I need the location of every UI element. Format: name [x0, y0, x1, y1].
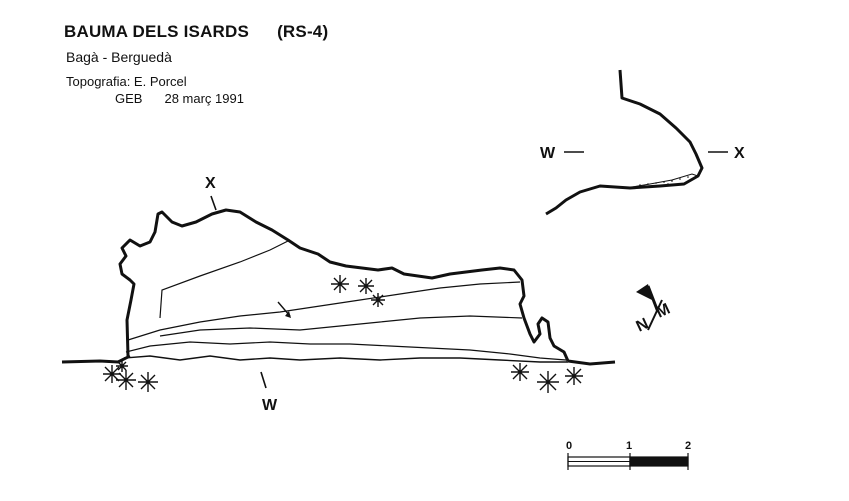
slope-arrow-head [285, 311, 291, 318]
section-label-x: X [205, 175, 216, 192]
ledge-line-2 [159, 315, 523, 337]
north-arrow: N M [634, 284, 673, 336]
magnetic-letter: M [654, 301, 673, 322]
page-title: BAUMA DELS ISARDS (RS-4) [64, 22, 328, 42]
section-label-w: W [262, 397, 278, 414]
ledge-line-1 [127, 281, 521, 341]
scale-tick-1: 1 [626, 440, 632, 452]
inset-label-x: X [734, 145, 745, 162]
vegetation-cluster-left [103, 360, 158, 392]
north-letter: N [634, 315, 652, 335]
cave-name: BAUMA DELS ISARDS [64, 22, 250, 41]
section-profile [545, 69, 704, 216]
vegetation-cluster-right [511, 363, 583, 393]
location-text: Bagà - Berguedà [66, 49, 172, 65]
survey-credit: GEB 28 març 1991 [115, 91, 244, 106]
scale-tick-2: 2 [685, 440, 691, 452]
scale-tick-0: 0 [566, 440, 572, 452]
cave-floor-lower [125, 341, 567, 361]
survey-date: 28 març 1991 [164, 91, 244, 106]
vegetation-cluster-inside [331, 275, 385, 307]
marker-x-tick [210, 195, 217, 211]
deposit-dots [639, 176, 689, 187]
ground-line [61, 354, 131, 364]
cave-outline [118, 208, 570, 362]
section-floor-deposit [625, 173, 700, 189]
inset-label-w: W [540, 145, 556, 162]
marker-w-tick [260, 371, 267, 389]
ledge-line-3 [159, 239, 291, 319]
ground-line-right [567, 359, 616, 366]
cave-floor [123, 355, 568, 363]
cave-code: (RS-4) [277, 22, 329, 41]
scale-bar: 0 1 2 [566, 440, 691, 470]
group-name: GEB [115, 91, 143, 106]
topography-credit: Topografia: E. Porcel [66, 74, 187, 89]
